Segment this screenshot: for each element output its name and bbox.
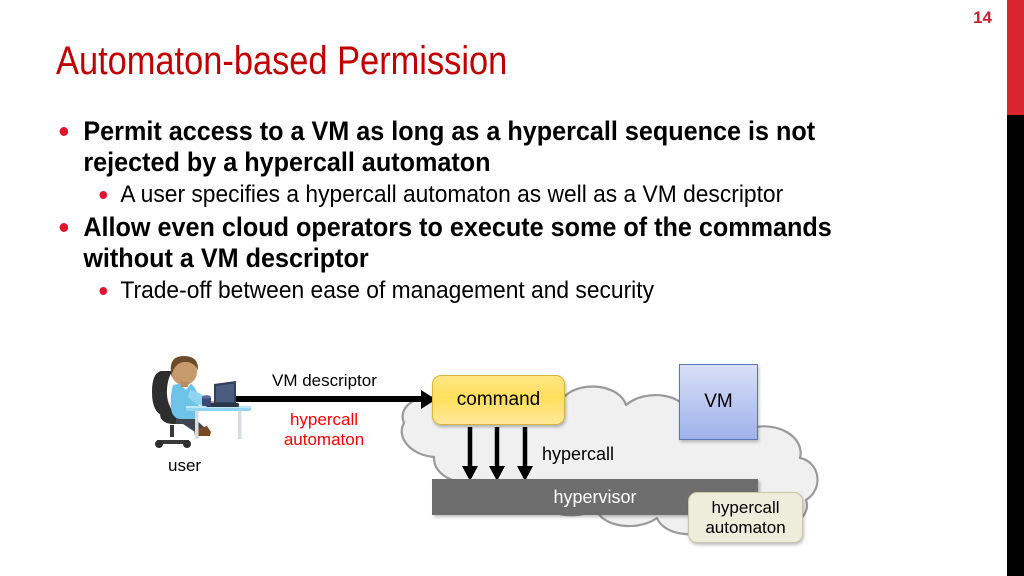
user-clipart-icon: [152, 356, 251, 448]
page-number: 14: [973, 8, 992, 27]
vm-descriptor-arrow: [232, 390, 436, 409]
command-box[interactable]: command: [432, 375, 565, 425]
bullet-dot-icon: [59, 223, 69, 232]
bullet-text: A user specifies a hypercall automaton a…: [120, 181, 784, 208]
bullet-list: Permit access to a VM as long as a hyper…: [52, 116, 952, 308]
bullet-text: Trade-off between ease of management and…: [120, 277, 654, 304]
page-title: Automaton-based Permission: [56, 39, 508, 83]
edge-bar-red: [1007, 0, 1024, 115]
hypercall-automaton-label-line-1: hypercall: [289, 410, 359, 429]
bullet-item-3: Allow even cloud operators to execute so…: [52, 212, 907, 274]
bullet-dot-icon: [99, 287, 108, 295]
hypercall-arrows: [462, 427, 533, 481]
bullet-item-4: Trade-off between ease of management and…: [52, 276, 907, 306]
hypercall-label: hypercall: [542, 444, 615, 464]
callout-line-2: automaton: [705, 517, 786, 537]
vm-descriptor-label: VM descriptor: [272, 371, 377, 390]
callout-line-1: hypercall: [711, 497, 780, 517]
hypercall-automaton-label: hypercall automaton: [276, 410, 372, 450]
bullet-dot-icon: [99, 191, 108, 199]
bullet-item-1: Permit access to a VM as long as a hyper…: [52, 116, 907, 178]
edge-gap-divider: [1004, 0, 1007, 576]
bullet-item-2: A user specifies a hypercall automaton a…: [52, 180, 907, 210]
vm-box[interactable]: VM: [679, 364, 758, 440]
bullet-text: Allow even cloud operators to execute so…: [83, 212, 832, 273]
hypercall-automaton-label-line-2: automaton: [283, 430, 365, 449]
bullet-text: Permit access to a VM as long as a hyper…: [83, 116, 816, 177]
user-label: user: [168, 456, 202, 475]
hypercall-automaton-callout[interactable]: hypercall automaton: [688, 492, 803, 543]
bullet-dot-icon: [59, 127, 69, 136]
edge-bar-black: [1007, 115, 1024, 576]
